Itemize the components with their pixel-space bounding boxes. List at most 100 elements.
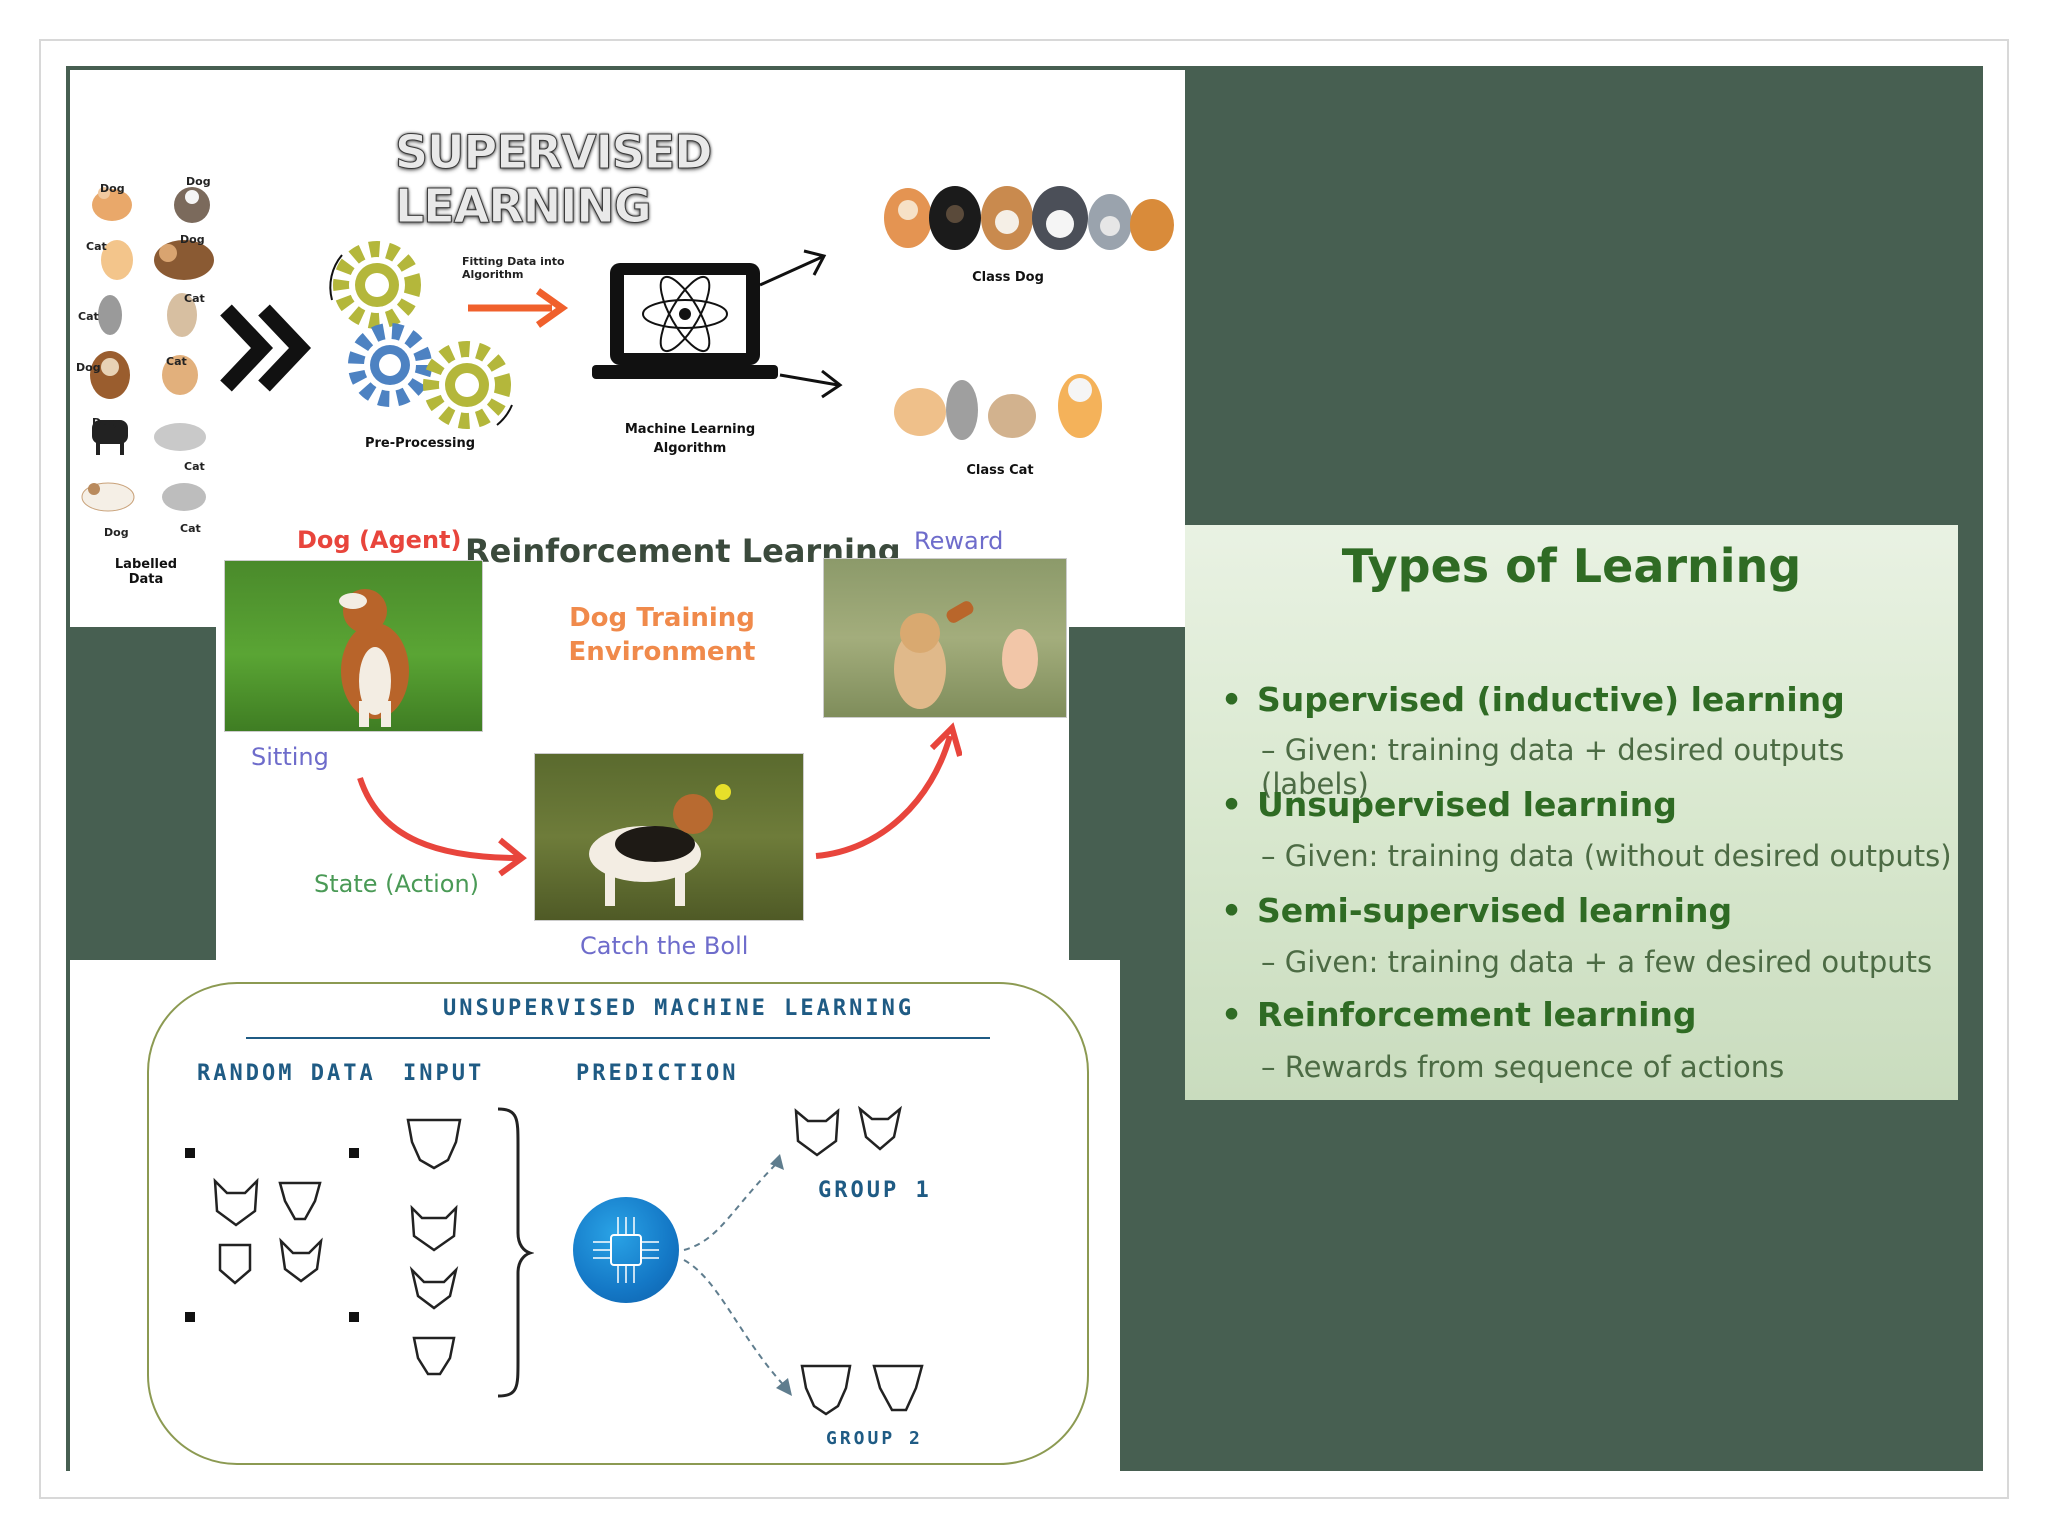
cat-sketch <box>101 240 133 280</box>
cat-face-icon <box>794 1108 840 1157</box>
cat-sketch <box>154 423 206 451</box>
dog-face-icon <box>278 1181 322 1221</box>
catch-ball-photo <box>534 753 804 921</box>
selection-handle <box>349 1312 359 1322</box>
bullet-dot: • <box>1221 785 1243 824</box>
labelled-data-illustration <box>81 187 214 512</box>
class-cat-illustration <box>894 374 1102 440</box>
laptop-atom-icon <box>592 249 843 399</box>
cat-face-icon <box>409 1266 459 1310</box>
cat-sketch <box>98 295 122 335</box>
selection-handle <box>185 1312 195 1322</box>
random-data-icons <box>213 1177 323 1285</box>
cat-label: Cat <box>184 292 205 305</box>
unsupervised-rounded-border <box>147 982 1089 1465</box>
ai-chip-icon <box>573 1197 679 1303</box>
circuit-icon <box>593 1217 659 1283</box>
cat-face-icon <box>213 1177 259 1227</box>
dog-sketch <box>154 240 214 280</box>
environment-label-line1: Dog Training <box>569 603 755 633</box>
dog-face-icon <box>218 1243 252 1285</box>
dog-sketch <box>90 351 130 399</box>
class-dog-illustration <box>884 186 1174 251</box>
cat-label: Cat <box>184 460 205 473</box>
red-arrow-icon <box>357 777 527 877</box>
bullet-dot: • <box>1221 891 1243 930</box>
dog-face-icon <box>406 1118 462 1170</box>
environment-label-line2: Environment <box>568 637 756 667</box>
catch-label: Catch the Boll <box>580 932 749 960</box>
selection-handle <box>185 1148 195 1158</box>
group2-label: GROUP 2 <box>826 1428 923 1449</box>
detail-unsupervised: – Given: training data (without desired … <box>1261 839 1952 873</box>
bullet-heading: Unsupervised learning <box>1257 785 1677 824</box>
bullet-reinforcement: • Reinforcement learning <box>1221 995 1697 1034</box>
orange-arrow-icon <box>468 288 569 328</box>
group1-label: GROUP 1 <box>818 1178 932 1203</box>
sitting-dog-photo <box>224 560 483 732</box>
detail-reinforcement: – Rewards from sequence of actions <box>1261 1050 1785 1084</box>
bullet-heading: Supervised (inductive) learning <box>1257 680 1845 719</box>
bullet-supervised: • Supervised (inductive) learning <box>1221 680 1845 719</box>
sitting-label: Sitting <box>251 743 329 771</box>
red-arrow-icon <box>815 722 962 859</box>
dog-face-icon <box>800 1364 852 1416</box>
ml-algorithm-label-line1: Machine Learning <box>624 422 756 437</box>
cat-label: Cat <box>180 522 201 535</box>
types-of-learning-box: Types of Learning • Supervised (inductive… <box>1185 525 1958 1100</box>
dog-sketch <box>81 482 135 512</box>
beagle-figure <box>589 784 731 906</box>
dog-sketch <box>92 420 128 455</box>
gears-icon <box>329 241 513 429</box>
selection-handle <box>349 1148 359 1158</box>
cat-sketch <box>162 355 198 395</box>
dog-label: Dog <box>100 182 125 195</box>
input-heading: INPUT <box>403 1061 485 1086</box>
detail-semi-supervised: – Given: training data + a few desired o… <box>1261 945 1933 979</box>
cat-label: Cat <box>166 355 187 368</box>
bullet-semi-supervised: • Semi-supervised learning <box>1221 891 1732 930</box>
ml-algorithm-label-line2: Algorithm <box>653 441 727 456</box>
types-title: Types of Learning <box>1341 539 1802 593</box>
cat-label: Cat <box>78 310 99 323</box>
dog-label: Dog <box>104 526 129 539</box>
bullet-heading: Reinforcement learning <box>1257 995 1697 1034</box>
cat-label: Cat <box>86 240 107 253</box>
reward-dog-figure <box>894 601 1038 709</box>
bullet-heading: Semi-supervised learning <box>1257 891 1733 930</box>
double-chevron-icon <box>220 304 312 392</box>
dog-face-icon <box>412 1336 456 1376</box>
agent-label: Dog (Agent) <box>297 526 462 554</box>
group2-icons <box>800 1364 924 1416</box>
supervised-title: SUPERVISED LEARNING <box>395 125 714 234</box>
reward-label: Reward <box>914 527 1004 555</box>
dog-face-icon <box>872 1364 924 1412</box>
slide-frame <box>39 39 2009 1499</box>
labelled-data-label: Labelled Data <box>114 557 178 587</box>
class-cat-label: Class Cat <box>966 463 1034 478</box>
cat-face-icon <box>410 1204 458 1252</box>
reward-photo <box>823 558 1067 718</box>
cat-face-icon <box>279 1237 323 1283</box>
dashed-arrows <box>683 1154 792 1396</box>
dog-sketch <box>174 187 210 223</box>
dog-label: Dog <box>186 175 211 188</box>
right-brace-icon <box>497 1107 534 1398</box>
cat-sketch <box>167 293 197 337</box>
bullet-unsupervised: • Unsupervised learning <box>1221 785 1677 824</box>
cat-face-icon <box>858 1105 902 1151</box>
sitting-dog-figure <box>339 589 409 727</box>
class-dog-label: Class Dog <box>972 270 1044 285</box>
fitting-label: Fitting Data into Algorithm <box>462 255 565 281</box>
dog-label: Dog <box>180 233 205 246</box>
detail-supervised: – Given: training data + desired outputs… <box>1261 733 1845 801</box>
cat-sketch <box>162 483 206 511</box>
pre-processing-label: Pre-Processing <box>364 436 476 451</box>
bullet-dot: • <box>1221 995 1243 1034</box>
unsupervised-title-rule <box>246 1037 990 1039</box>
random-data-heading: RANDOM DATA <box>197 1061 376 1086</box>
state-action-label: State (Action) <box>314 870 480 898</box>
bullet-dot: • <box>1221 680 1243 719</box>
dog-sketch <box>92 187 132 221</box>
